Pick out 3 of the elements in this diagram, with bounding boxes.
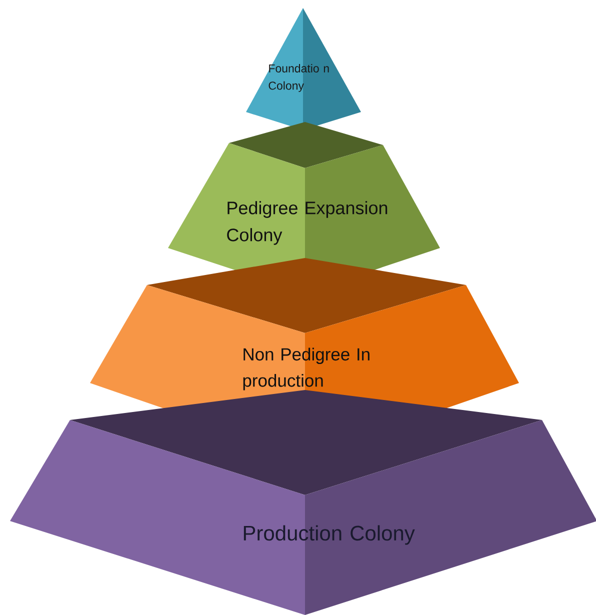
pyramid-tier: Foundatio n Colony [246, 8, 361, 130]
pyramid-tier: Production Colony [10, 390, 596, 615]
node-label: Colony [268, 81, 304, 92]
